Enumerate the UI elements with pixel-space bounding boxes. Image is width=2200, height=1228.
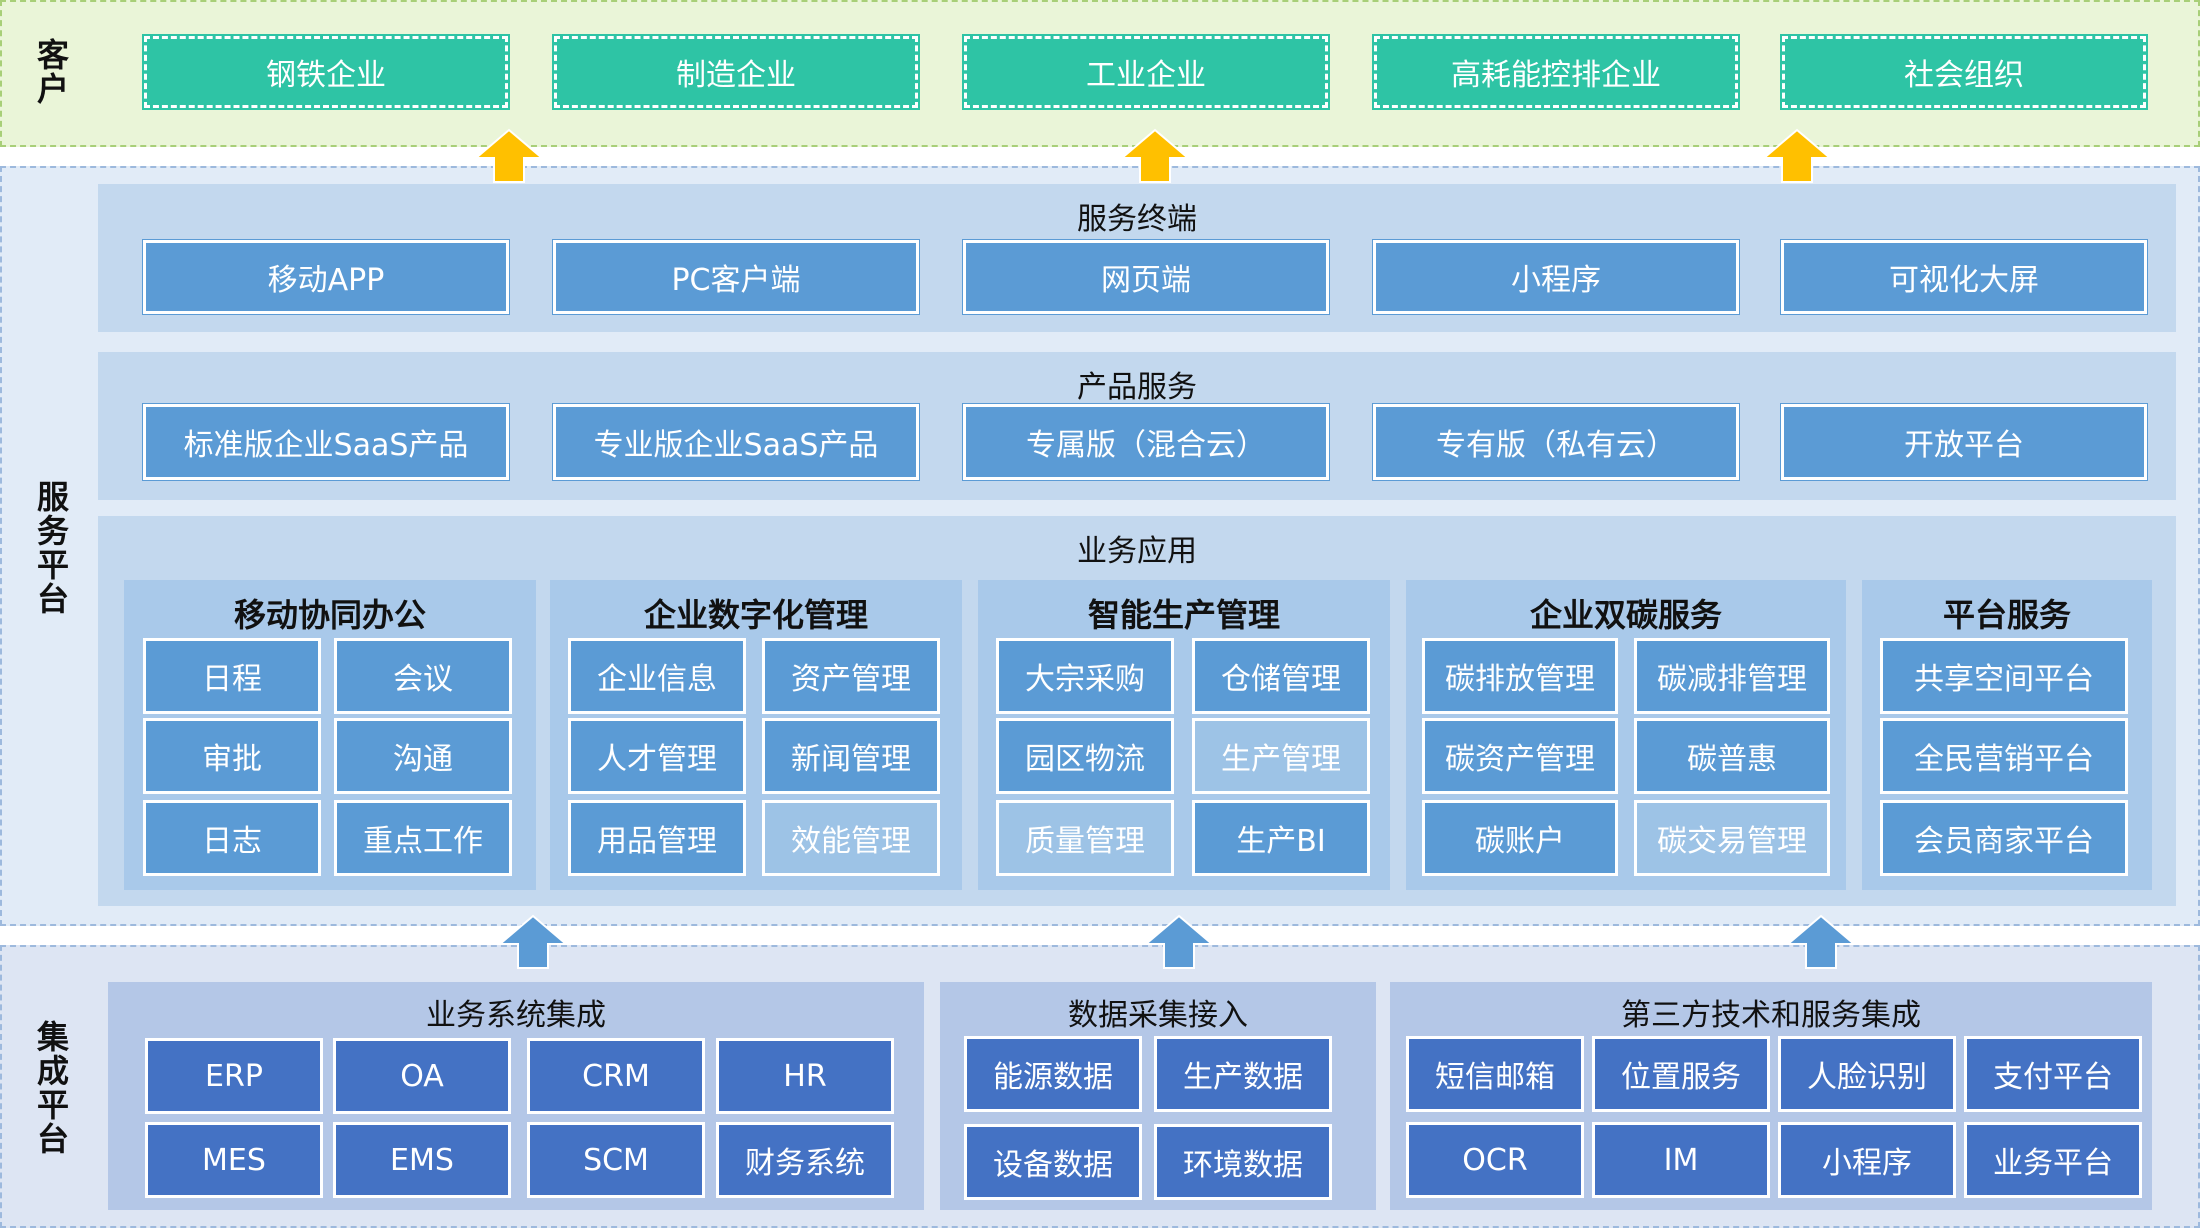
app-item[interactable]: 生产管理 [1192, 718, 1370, 794]
app-item[interactable]: 重点工作 [334, 800, 512, 876]
integration-title: 第三方技术和服务集成 [1621, 998, 1921, 1033]
product-service-title: 产品服务 [1077, 370, 1197, 405]
app-item[interactable]: 效能管理 [762, 800, 940, 876]
integration-item[interactable]: CRM [527, 1038, 705, 1114]
app-item[interactable]: 日志 [143, 800, 321, 876]
app-item[interactable]: 碳交易管理 [1634, 800, 1830, 876]
app-item[interactable]: 沟通 [334, 718, 512, 794]
terminal-item[interactable]: 网页端 [963, 240, 1329, 314]
integration-item[interactable]: 能源数据 [964, 1036, 1142, 1112]
column-title: 平台服务 [1942, 596, 2071, 634]
integration-title: 数据采集接入 [1068, 998, 1248, 1033]
app-item[interactable]: 碳减排管理 [1634, 638, 1830, 714]
product-item[interactable]: 专有版（私有云） [1373, 404, 1739, 480]
business-app-title: 业务应用 [1077, 534, 1197, 569]
customer-box[interactable]: 社会组织 [1780, 34, 2148, 110]
integration-item[interactable]: 位置服务 [1592, 1036, 1770, 1112]
app-item[interactable]: 审批 [143, 718, 321, 794]
integration-item[interactable]: 支付平台 [1964, 1036, 2142, 1112]
app-item[interactable]: 用品管理 [568, 800, 746, 876]
integration-item[interactable]: EMS [333, 1122, 511, 1198]
service-platform-label: 服务平台 [32, 480, 70, 616]
integration-platform-label: 集成平台 [32, 1020, 70, 1156]
integration-item[interactable]: HR [716, 1038, 894, 1114]
app-item[interactable]: 共享空间平台 [1880, 638, 2128, 714]
integration-item[interactable]: 业务平台 [1964, 1122, 2142, 1198]
column-title: 移动协同办公 [233, 596, 426, 634]
integration-item[interactable]: 小程序 [1778, 1122, 1956, 1198]
up-arrow-icon [1786, 914, 1856, 970]
integration-item[interactable]: IM [1592, 1122, 1770, 1198]
app-item[interactable]: 质量管理 [996, 800, 1174, 876]
app-item[interactable]: 碳账户 [1422, 800, 1618, 876]
column-title: 企业双碳服务 [1529, 596, 1722, 634]
customer-box[interactable]: 工业企业 [962, 34, 1330, 110]
customers-label: 客户 [32, 38, 70, 106]
up-arrow-icon [498, 914, 568, 970]
customer-box[interactable]: 高耗能控排企业 [1372, 34, 1740, 110]
integration-item[interactable]: SCM [527, 1122, 705, 1198]
app-item[interactable]: 园区物流 [996, 718, 1174, 794]
terminal-item[interactable]: PC客户端 [553, 240, 919, 314]
app-item[interactable]: 日程 [143, 638, 321, 714]
app-item[interactable]: 会员商家平台 [1880, 800, 2128, 876]
product-item[interactable]: 专属版（混合云） [963, 404, 1329, 480]
customer-box[interactable]: 制造企业 [552, 34, 920, 110]
product-item[interactable]: 标准版企业SaaS产品 [143, 404, 509, 480]
terminal-item[interactable]: 可视化大屏 [1781, 240, 2147, 314]
integration-item[interactable]: 环境数据 [1154, 1124, 1332, 1200]
app-item[interactable]: 全民营销平台 [1880, 718, 2128, 794]
up-arrow-icon [1762, 128, 1832, 184]
integration-item[interactable]: 人脸识别 [1778, 1036, 1956, 1112]
app-item[interactable]: 新闻管理 [762, 718, 940, 794]
up-arrow-icon [474, 128, 544, 184]
app-item[interactable]: 会议 [334, 638, 512, 714]
app-item[interactable]: 仓储管理 [1192, 638, 1370, 714]
terminal-item[interactable]: 小程序 [1373, 240, 1739, 314]
integration-item[interactable]: 生产数据 [1154, 1036, 1332, 1112]
product-item[interactable]: 专业版企业SaaS产品 [553, 404, 919, 480]
integration-title: 业务系统集成 [426, 998, 606, 1033]
app-item[interactable]: 人才管理 [568, 718, 746, 794]
app-item[interactable]: 大宗采购 [996, 638, 1174, 714]
integration-item[interactable]: ERP [145, 1038, 323, 1114]
customer-box[interactable]: 钢铁企业 [142, 34, 510, 110]
app-item[interactable]: 资产管理 [762, 638, 940, 714]
app-item[interactable]: 生产BI [1192, 800, 1370, 876]
integration-item[interactable]: 财务系统 [716, 1122, 894, 1198]
app-item[interactable]: 碳资产管理 [1422, 718, 1618, 794]
product-item[interactable]: 开放平台 [1781, 404, 2147, 480]
terminal-item[interactable]: 移动APP [143, 240, 509, 314]
service-terminal-title: 服务终端 [1077, 202, 1197, 237]
column-title: 智能生产管理 [1087, 596, 1280, 634]
integration-item[interactable]: OCR [1406, 1122, 1584, 1198]
integration-item[interactable]: 短信邮箱 [1406, 1036, 1584, 1112]
integration-item[interactable]: MES [145, 1122, 323, 1198]
column-title: 企业数字化管理 [643, 596, 868, 634]
up-arrow-icon [1120, 128, 1190, 184]
app-item[interactable]: 碳排放管理 [1422, 638, 1618, 714]
integration-item[interactable]: 设备数据 [964, 1124, 1142, 1200]
app-item[interactable]: 碳普惠 [1634, 718, 1830, 794]
app-item[interactable]: 企业信息 [568, 638, 746, 714]
integration-item[interactable]: OA [333, 1038, 511, 1114]
up-arrow-icon [1144, 914, 1214, 970]
